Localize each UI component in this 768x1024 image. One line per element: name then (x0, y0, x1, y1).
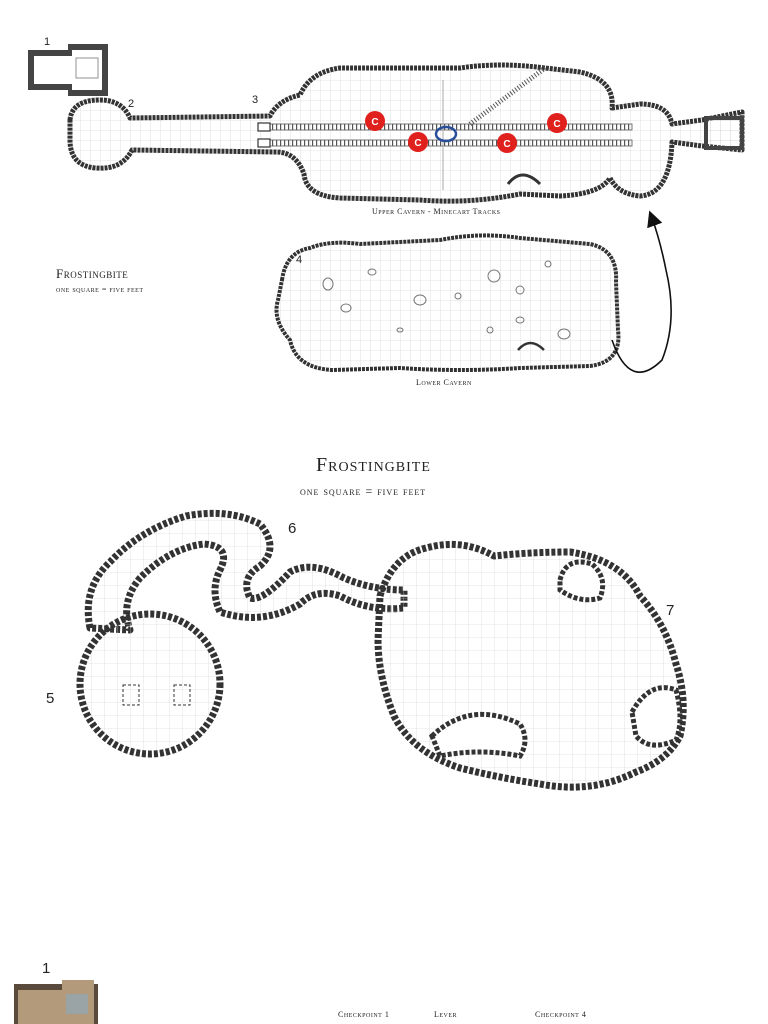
lever-marker (434, 125, 458, 143)
legend-checkpoint-4: Checkpoint 4 (535, 1010, 587, 1019)
area-2-label: 2 (128, 98, 135, 110)
checkpoint-marker (497, 133, 517, 153)
top-map-scale: one square = five feet (56, 285, 144, 294)
checkpoint-marker (365, 111, 385, 131)
main-map-scale: one square = five feet (300, 484, 427, 498)
area-5-label: 5 (46, 690, 55, 707)
checkpoint-marker-label: C (553, 119, 560, 130)
checkpoint-marker-label: C (414, 138, 421, 149)
area-3-label: 3 (252, 94, 259, 106)
top-map-title: Frostingbite (56, 266, 129, 281)
main-map-title: Frostingbite (316, 454, 431, 476)
connection-arrow (611, 210, 672, 373)
area-4-label: 4 (296, 254, 303, 266)
area-1-bottom-label: 1 (42, 960, 51, 977)
checkpoint-marker-label: C (503, 139, 510, 150)
lower-map-caves (76, 509, 687, 791)
area-7-label: 7 (666, 602, 675, 619)
lower-cavern (274, 233, 621, 372)
upper-cavern (67, 62, 745, 204)
checkpoint-marker (408, 132, 428, 152)
room-area-1 (28, 44, 108, 96)
room-area-1-bottom (14, 980, 98, 1024)
checkpoint-markers: C C C C (365, 111, 567, 153)
legend-lever: Lever (434, 1010, 458, 1019)
area-1-label: 1 (44, 36, 51, 48)
legend-checkpoint-1: Checkpoint 1 (338, 1010, 390, 1019)
checkpoint-marker-label: C (371, 117, 378, 128)
upper-cavern-caption: Upper Cavern - Minecart Tracks (372, 207, 501, 216)
checkpoint-marker (547, 113, 567, 133)
lower-cavern-caption: Lower Cavern (416, 378, 472, 387)
area-6-label: 6 (288, 520, 297, 537)
